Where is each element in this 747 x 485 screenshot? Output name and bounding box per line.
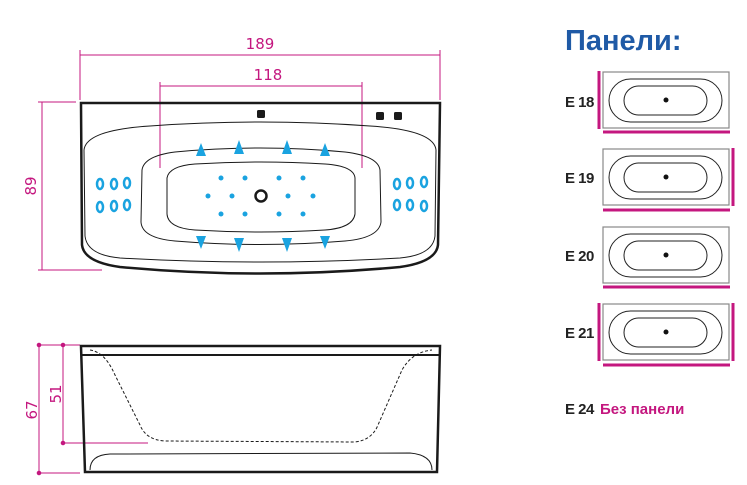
panel-code: E 20 xyxy=(565,248,594,265)
dimension-width-total xyxy=(79,50,441,100)
panel-code: E 24 xyxy=(565,401,595,418)
drain-icon xyxy=(254,189,268,203)
tub-side-view xyxy=(79,344,442,474)
dimension-height-inner xyxy=(60,342,148,446)
hydro-jets xyxy=(95,175,429,214)
tub-top-view xyxy=(79,101,442,275)
dimension-label-118: 118 xyxy=(254,66,283,84)
dimension-depth xyxy=(38,101,102,271)
panel-option-e18: E 18 xyxy=(565,71,730,134)
panel-option-e20: E 20 xyxy=(565,226,730,289)
dimension-label-51: 51 xyxy=(47,384,65,403)
dimension-label-67: 67 xyxy=(23,400,41,419)
dimension-label-89: 89 xyxy=(22,176,40,195)
panel-code: E 18 xyxy=(565,94,594,111)
air-jets-up xyxy=(196,140,330,156)
panel-option-e19: E 19 xyxy=(565,148,735,212)
dimension-height-total xyxy=(36,342,80,476)
no-panel-label: Без панели xyxy=(600,401,684,418)
dimension-label-189: 189 xyxy=(246,35,275,53)
air-jets-down xyxy=(196,236,330,252)
panels-title: Панели: xyxy=(565,25,682,57)
panel-option-e24: E 24 Без панели xyxy=(565,401,684,418)
panel-option-e21: E 21 xyxy=(565,303,735,367)
bottom-air-jets xyxy=(205,175,316,217)
controls xyxy=(257,110,402,120)
dimension-width-inner xyxy=(159,82,363,168)
panel-code: E 21 xyxy=(565,325,594,342)
panel-code: E 19 xyxy=(565,170,594,187)
